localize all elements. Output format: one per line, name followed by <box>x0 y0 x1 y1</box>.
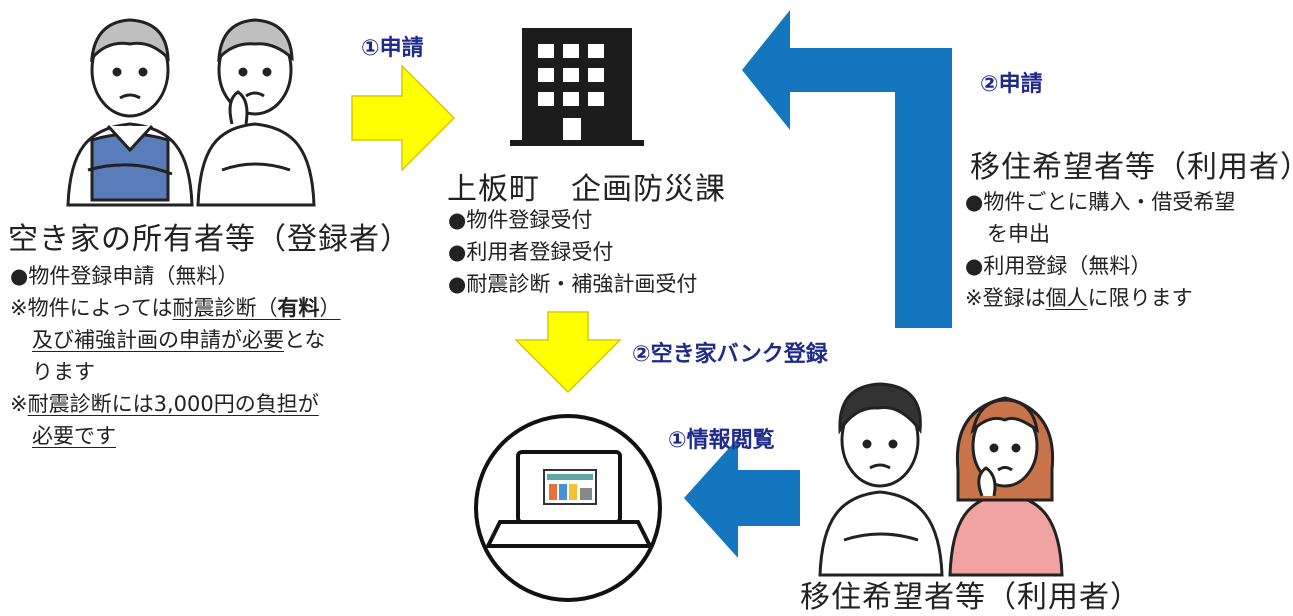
users-top-details: ●物件ごとに購入・借受希望 を申出 ●利用登録（無料） ※登録は個人に限ります <box>965 186 1235 314</box>
step-user-apply: ②申請 <box>980 72 1043 97</box>
users-top-title: 移住希望者等（利用者） <box>970 150 1293 185</box>
owners-bullet-1: ●物件登録申請（無料） <box>10 264 239 288</box>
note1-prefix: ※物件によっては <box>10 296 173 320</box>
arrow-office-to-bank <box>514 311 622 394</box>
town-items: ●物件登録受付 ●利用者登録受付 ●耐震診断・補強計画受付 <box>448 204 697 300</box>
owners-title: 空き家の所有者等（登録者） <box>8 222 411 257</box>
arrow-users-to-office <box>742 10 952 328</box>
users-item-2: ●利用登録（無料） <box>965 254 1152 278</box>
note1-bold: 有料 <box>277 296 320 320</box>
note1-underline-2: 及び補強計画の申請が必要 <box>32 328 284 352</box>
users-note-prefix: ※登録は <box>965 286 1046 310</box>
users-item-1-line2: を申出 <box>987 222 1050 246</box>
town-item: ●物件登録受付 <box>448 208 593 232</box>
users-bottom-title: 移住希望者等（利用者） <box>800 580 1141 615</box>
user-person-icon-2 <box>948 396 1064 577</box>
note1-underline-1: 耐震診断（有料） <box>173 296 341 320</box>
note1-u1: 耐震診断（ <box>172 296 278 320</box>
owners-details: ●物件登録申請（無料） ※物件によっては耐震診断（有料） 及び補強計画の申請が必… <box>10 260 390 452</box>
users-note-underline: 個人 <box>1045 286 1088 310</box>
owner-person-icon-2 <box>196 18 316 207</box>
note1-u1-end: ） <box>319 296 341 320</box>
note2-underline-2: 必要です <box>32 424 116 448</box>
arrow-bank-to-users <box>684 438 800 558</box>
step-info-view: ①情報閲覧 <box>668 428 775 453</box>
users-note-suffix: に限ります <box>1087 286 1193 310</box>
owners-note-2: ※耐震診断には3,000円の負担が <box>10 388 390 420</box>
owners-note-1-line3: ります <box>32 360 95 384</box>
laptop-icon <box>474 414 662 602</box>
owners-note-1: ※物件によっては耐震診断（有料） <box>10 292 390 324</box>
town-title: 上板町 企画防災課 <box>447 172 726 207</box>
note2-prefix: ※ <box>10 392 28 416</box>
users-item-1-line1: ●物件ごとに購入・借受希望 <box>965 190 1236 214</box>
arrow-owner-to-office <box>351 64 456 172</box>
user-person-icon-1 <box>818 382 944 577</box>
town-item: ●利用者登録受付 <box>448 240 614 264</box>
building-icon <box>510 28 644 146</box>
step-bank-register: ②空き家バンク登録 <box>632 342 828 367</box>
town-item: ●耐震診断・補強計画受付 <box>448 272 698 296</box>
note1-u2-suffix: とな <box>284 328 326 352</box>
users-note: ※登録は個人に限ります <box>965 282 1235 314</box>
owners-note-1-line2: 及び補強計画の申請が必要とな <box>10 324 390 356</box>
owner-person-icon-1 <box>66 18 194 207</box>
note2-underline-1: 耐震診断には3,000円の負担が <box>27 392 319 416</box>
owners-note-2-line2: 必要です <box>10 420 390 452</box>
step-owner-apply: ①申請 <box>361 36 424 61</box>
